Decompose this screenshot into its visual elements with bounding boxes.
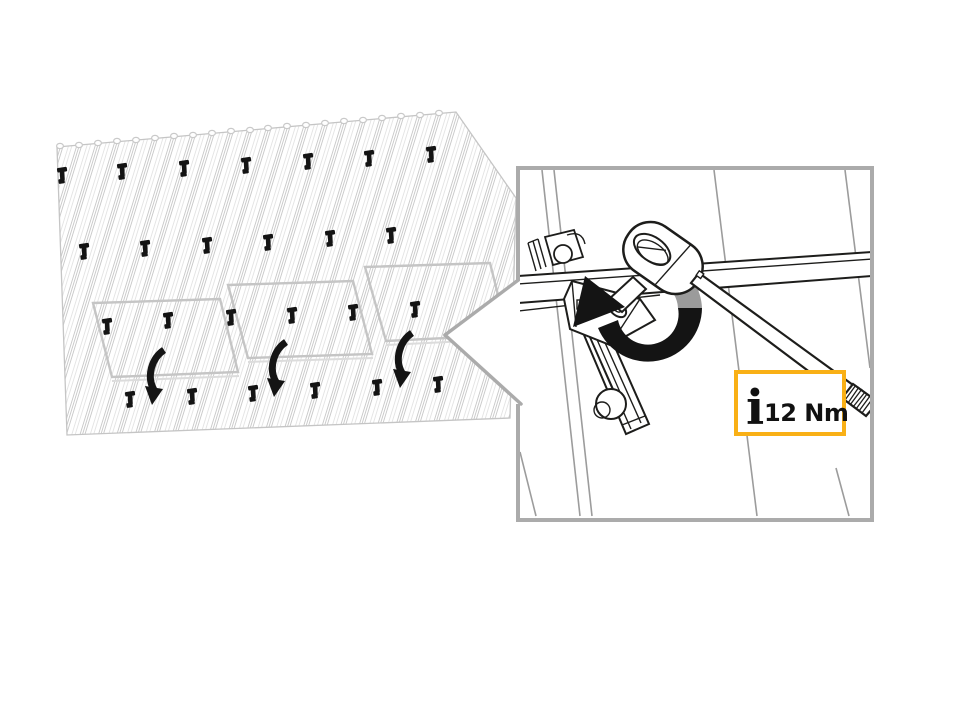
rib-bump <box>282 122 292 130</box>
roof-clamp-glyph <box>432 375 444 393</box>
roof-clamp-glyph <box>425 145 437 163</box>
wrench-pivot-pin <box>695 269 705 280</box>
rib-bump <box>245 126 255 134</box>
roof-clamp-glyph <box>363 149 375 167</box>
torque-value: 12 Nm <box>764 399 848 427</box>
roof-clamp-glyph <box>186 387 198 405</box>
rail-splice-clamp <box>527 228 586 272</box>
roof-clamp-glyph <box>225 308 237 326</box>
rib-bump <box>320 119 330 127</box>
grip-hatch <box>844 384 870 414</box>
roof-clamp-glyph <box>124 390 136 408</box>
roof-clamp-glyph <box>178 159 190 177</box>
rib-bump <box>377 114 387 122</box>
roof-clamp-glyph <box>385 226 397 244</box>
info-icon: i <box>746 380 764 436</box>
install-arrows <box>145 330 415 405</box>
install-arrow <box>267 339 289 397</box>
rib-bump <box>188 131 198 139</box>
roof-clamp-glyph <box>409 300 421 318</box>
roof-clamp-glyph <box>56 166 68 184</box>
torque-badge: i 12 Nm <box>734 370 849 436</box>
panel-shadow-1 <box>111 375 240 382</box>
roof-clamp-glyph <box>262 233 274 251</box>
detail-box-fill <box>516 166 874 522</box>
panel-outline-1 <box>91 297 240 379</box>
rotation-arrow <box>573 276 702 362</box>
roof-clamps <box>56 145 444 408</box>
rib-bumps <box>55 109 444 150</box>
roof-clamp-glyph <box>309 381 321 399</box>
rotation-arrowhead <box>573 276 625 327</box>
detail-box-border <box>516 166 874 522</box>
roof-seam-lines <box>520 170 870 517</box>
roof-clamp-glyph <box>302 152 314 170</box>
detail-view: i 12 Nm <box>520 170 870 517</box>
roof-clamp-glyph <box>78 242 90 260</box>
roof-clamp-glyph <box>247 384 259 402</box>
rib-bump <box>207 129 217 137</box>
torque-badge-frame <box>734 370 846 436</box>
install-arrow <box>393 330 415 388</box>
rib-bump <box>415 111 425 119</box>
rib-bump <box>169 132 179 140</box>
roof-sheet <box>56 111 517 436</box>
rib-bump <box>358 116 368 124</box>
rib-bump <box>263 124 273 132</box>
rib-bump <box>301 121 311 129</box>
install-arrow <box>145 347 167 405</box>
rib-bump <box>74 141 84 149</box>
zoom-wedge-edge-upper <box>443 276 523 337</box>
rib-bump <box>150 134 160 142</box>
roof-clamp-glyph <box>371 378 383 396</box>
roof-clamp-glyph <box>139 239 151 257</box>
panel-shadow-2 <box>247 357 374 363</box>
rib-bump <box>112 137 122 145</box>
roof-clamp-glyph <box>101 317 113 335</box>
roof-clamp-glyph <box>286 306 298 324</box>
rib-bump <box>396 112 406 120</box>
rib-bump <box>226 127 236 135</box>
rib-bump <box>55 142 65 150</box>
rib-bump <box>339 117 349 125</box>
torque-wrench <box>622 220 870 418</box>
roof-overview <box>55 109 517 436</box>
panel-outline-2 <box>226 279 374 360</box>
zoom-wedge-edge-lower <box>443 333 523 406</box>
roof-clamp-glyph <box>347 303 359 321</box>
zoom-wedge <box>445 276 524 406</box>
roof-clamp-glyph <box>240 156 252 174</box>
roof-clamp-glyph <box>324 229 336 247</box>
rib-bump <box>434 109 444 117</box>
roof-clamp-glyph <box>116 162 128 180</box>
roof-clamp-glyph <box>201 236 213 254</box>
roof-clamp-glyph <box>162 311 174 329</box>
zoom-callout: i 12 Nm <box>443 166 874 522</box>
rib-bump <box>131 136 141 144</box>
rib-bump <box>93 139 103 147</box>
